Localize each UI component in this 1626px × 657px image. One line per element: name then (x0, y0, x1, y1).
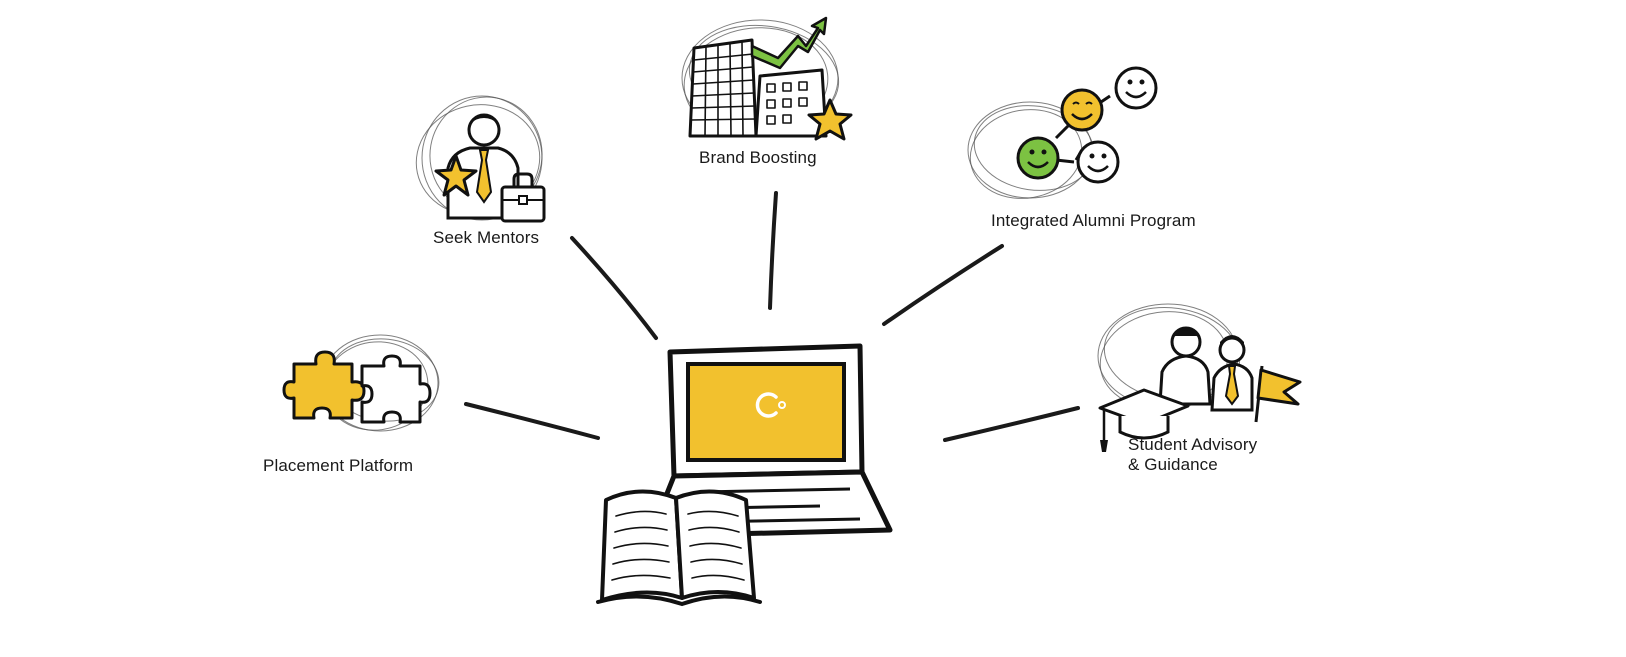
connector-placement (464, 402, 600, 440)
brand-boosting-label: Brand Boosting (699, 148, 817, 167)
student-advisory-label-line1: Student Advisory (1128, 435, 1258, 454)
connector-advisory (943, 406, 1080, 442)
book-icon (596, 489, 762, 607)
connector-mentors (570, 236, 658, 340)
student-advisory-label: Student Advisory & Guidance (1128, 435, 1257, 475)
smiley-network-icon (967, 66, 1158, 199)
logo-icon (755, 392, 786, 418)
graduation-icon-group (1097, 303, 1302, 452)
growth-arrow-icon (750, 16, 828, 70)
star-icon (807, 98, 853, 141)
puzzle-icon (282, 334, 440, 432)
laptop-icon (647, 343, 893, 539)
connector-brand (768, 191, 778, 310)
graduation-cap-icon (1098, 388, 1190, 452)
flag-icon (1254, 365, 1302, 423)
briefcase-icon (500, 172, 546, 223)
placement-platform-label: Placement Platform (263, 456, 414, 475)
mentor-icon (415, 95, 546, 223)
connector-alumni (882, 244, 1004, 326)
student-advisory-label-line2: & Guidance (1128, 455, 1218, 474)
buildings-icon (681, 16, 853, 141)
seek-mentors-label: Seek Mentors (433, 228, 540, 247)
connectors (464, 191, 1080, 442)
integrated-alumni-program-label: Integrated Alumni Program (991, 211, 1196, 230)
